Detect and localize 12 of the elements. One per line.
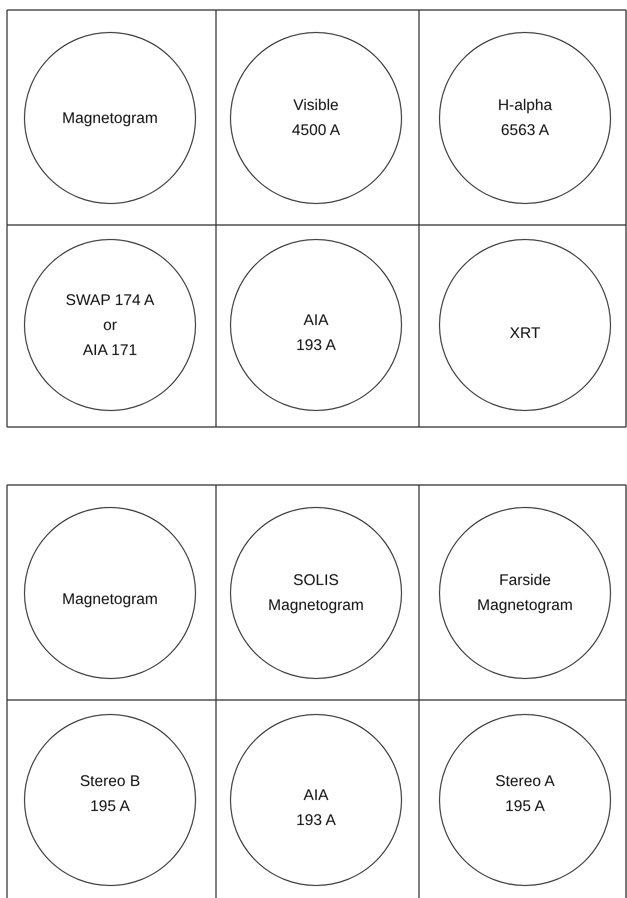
node-label: Magnetogram [62,108,158,128]
node-label: Stereo B 195 A [80,772,140,817]
node-label: AIA 193 A [296,786,336,831]
node-label: SOLIS Magnetogram [268,571,364,616]
node-label: H-alpha 6563 A [498,96,552,141]
node-label: AIA 193 A [296,311,336,356]
node-label: SWAP 174 A or AIA 171 [66,290,154,360]
node-label: Stereo A 195 A [495,772,555,817]
node-label: Magnetogram [62,590,158,610]
node-label: Visible 4500 A [292,96,340,141]
node-label: Farside Magnetogram [477,571,573,616]
node-label: XRT [510,324,540,344]
